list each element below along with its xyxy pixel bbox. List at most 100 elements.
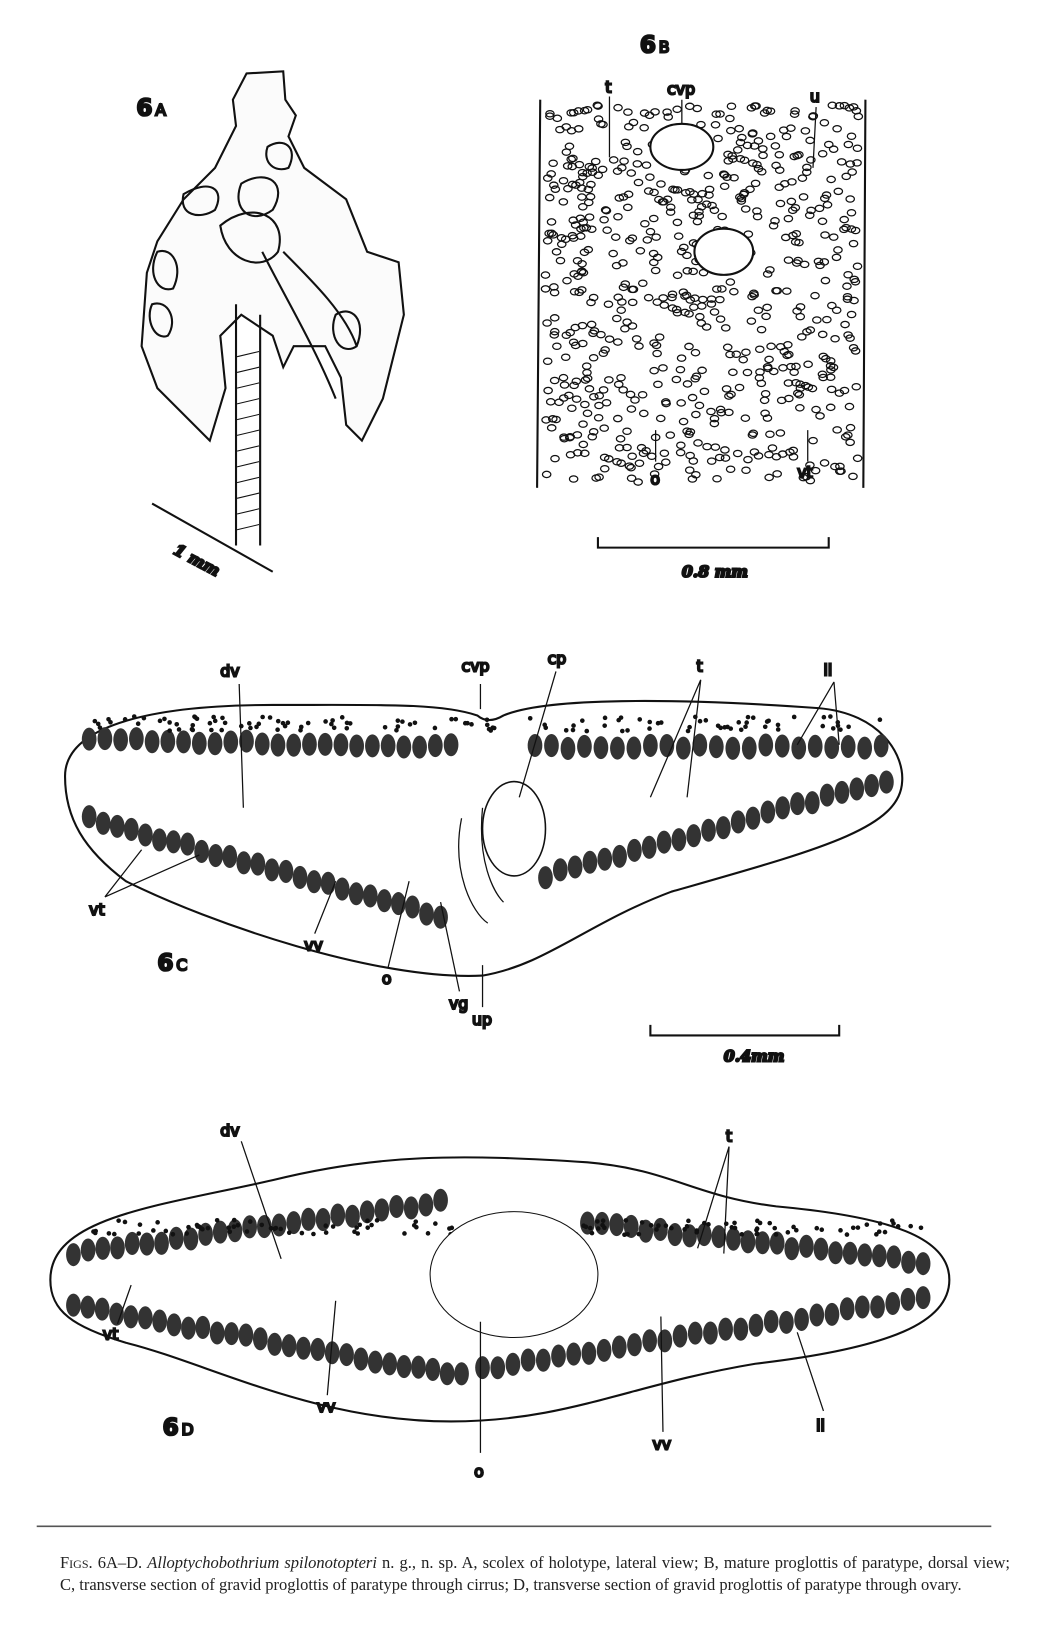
dot: [275, 718, 281, 724]
dot: [400, 719, 405, 724]
vitelline-follicle: [673, 232, 684, 240]
vitelline-follicle: [704, 185, 715, 194]
vitelline-follicle: [550, 454, 560, 463]
vitelline-follicle: [791, 362, 801, 371]
testis: [454, 1362, 469, 1386]
dot: [211, 714, 216, 720]
vitelline-follicle: [717, 212, 727, 221]
vitelline-follicle: [623, 122, 634, 131]
dot: [339, 715, 345, 720]
vitelline-follicle: [848, 344, 859, 352]
testis: [433, 905, 448, 929]
vitelline-follicle: [848, 239, 859, 248]
vitelline-follicle: [770, 217, 780, 225]
dot: [706, 1222, 711, 1227]
dot: [190, 727, 196, 733]
testis: [94, 1297, 110, 1321]
testis: [152, 1309, 168, 1333]
vitelline-follicle: [549, 327, 560, 336]
fig-6c-label-vv: vv: [304, 935, 323, 954]
dot: [877, 1221, 883, 1226]
vitelline-follicle: [549, 376, 560, 385]
testis: [389, 1194, 404, 1219]
dot: [819, 1227, 825, 1233]
testis: [828, 1241, 843, 1265]
testis: [80, 1238, 96, 1262]
vitelline-follicle: [694, 212, 705, 220]
vitelline-follicle: [627, 298, 638, 307]
testis: [160, 729, 176, 754]
testis: [834, 780, 850, 804]
testis: [433, 1188, 448, 1212]
dot: [449, 1225, 455, 1231]
caption-prefix: Figs. 6A–D.: [60, 1553, 143, 1572]
dot: [194, 716, 200, 722]
vitelline-follicle: [591, 474, 601, 482]
testis: [362, 884, 378, 908]
vitelline-follicle: [794, 150, 804, 159]
vitelline-follicle: [754, 373, 765, 382]
vitelline-follicle: [561, 123, 572, 131]
vitelline-follicle: [790, 238, 801, 246]
dot: [222, 720, 228, 726]
dot: [382, 724, 388, 730]
testis: [252, 1327, 268, 1351]
vitelline-follicle: [803, 360, 813, 369]
testis: [901, 1250, 916, 1274]
vitelline-follicle: [767, 444, 778, 452]
vitelline-follicle: [646, 452, 657, 461]
vitelline-follicle: [840, 320, 850, 329]
vitelline-follicle: [833, 187, 844, 196]
vitelline-follicle: [638, 409, 649, 418]
testis: [181, 1316, 196, 1340]
dot: [184, 1231, 189, 1236]
dot: [247, 721, 252, 726]
vitelline-follicle: [578, 420, 588, 428]
dot: [864, 1222, 870, 1227]
vitelline-follicle: [654, 333, 665, 341]
testis: [209, 1321, 225, 1345]
vitelline-follicle: [626, 463, 636, 472]
testis: [779, 1310, 794, 1334]
vitelline-follicle: [842, 282, 852, 290]
vitelline-follicle: [696, 302, 707, 310]
testis: [66, 1243, 81, 1267]
testis: [207, 732, 223, 756]
vitelline-follicle: [715, 315, 726, 323]
vitelline-follicle: [719, 182, 730, 191]
dot: [407, 722, 413, 727]
testis: [154, 1231, 169, 1255]
vitelline-follicle: [558, 394, 569, 402]
dot: [151, 1228, 156, 1233]
vitelline-follicle: [852, 454, 863, 463]
vitelline-follicle: [571, 377, 582, 386]
vitelline-follicle: [747, 129, 758, 137]
vitelline-follicle: [658, 364, 668, 372]
vitelline-follicle: [627, 452, 638, 461]
dot: [220, 715, 225, 721]
testis: [81, 727, 97, 751]
vitelline-follicle: [762, 363, 773, 371]
vitelline-follicle: [562, 162, 573, 170]
vitelline-follicle: [541, 470, 552, 479]
testis: [774, 734, 790, 758]
vitelline-follicle: [811, 405, 821, 414]
vitelline-follicle: [613, 293, 624, 302]
vitelline-follicle: [651, 341, 662, 350]
testis: [763, 1310, 779, 1334]
testis: [180, 832, 195, 856]
testis: [708, 735, 724, 759]
testis: [741, 736, 757, 760]
vitelline-follicle: [745, 185, 755, 194]
dot: [231, 1224, 237, 1230]
testis: [718, 1317, 733, 1341]
vitelline-follicle: [688, 267, 698, 276]
dot: [773, 1232, 779, 1237]
dot: [571, 723, 576, 728]
vitelline-follicle: [637, 390, 648, 399]
vitelline-follicle: [833, 246, 843, 254]
vitelline-follicle: [587, 432, 598, 441]
vitelline-follicle: [571, 395, 582, 403]
vitelline-follicle: [852, 159, 862, 167]
testis: [609, 1213, 624, 1237]
